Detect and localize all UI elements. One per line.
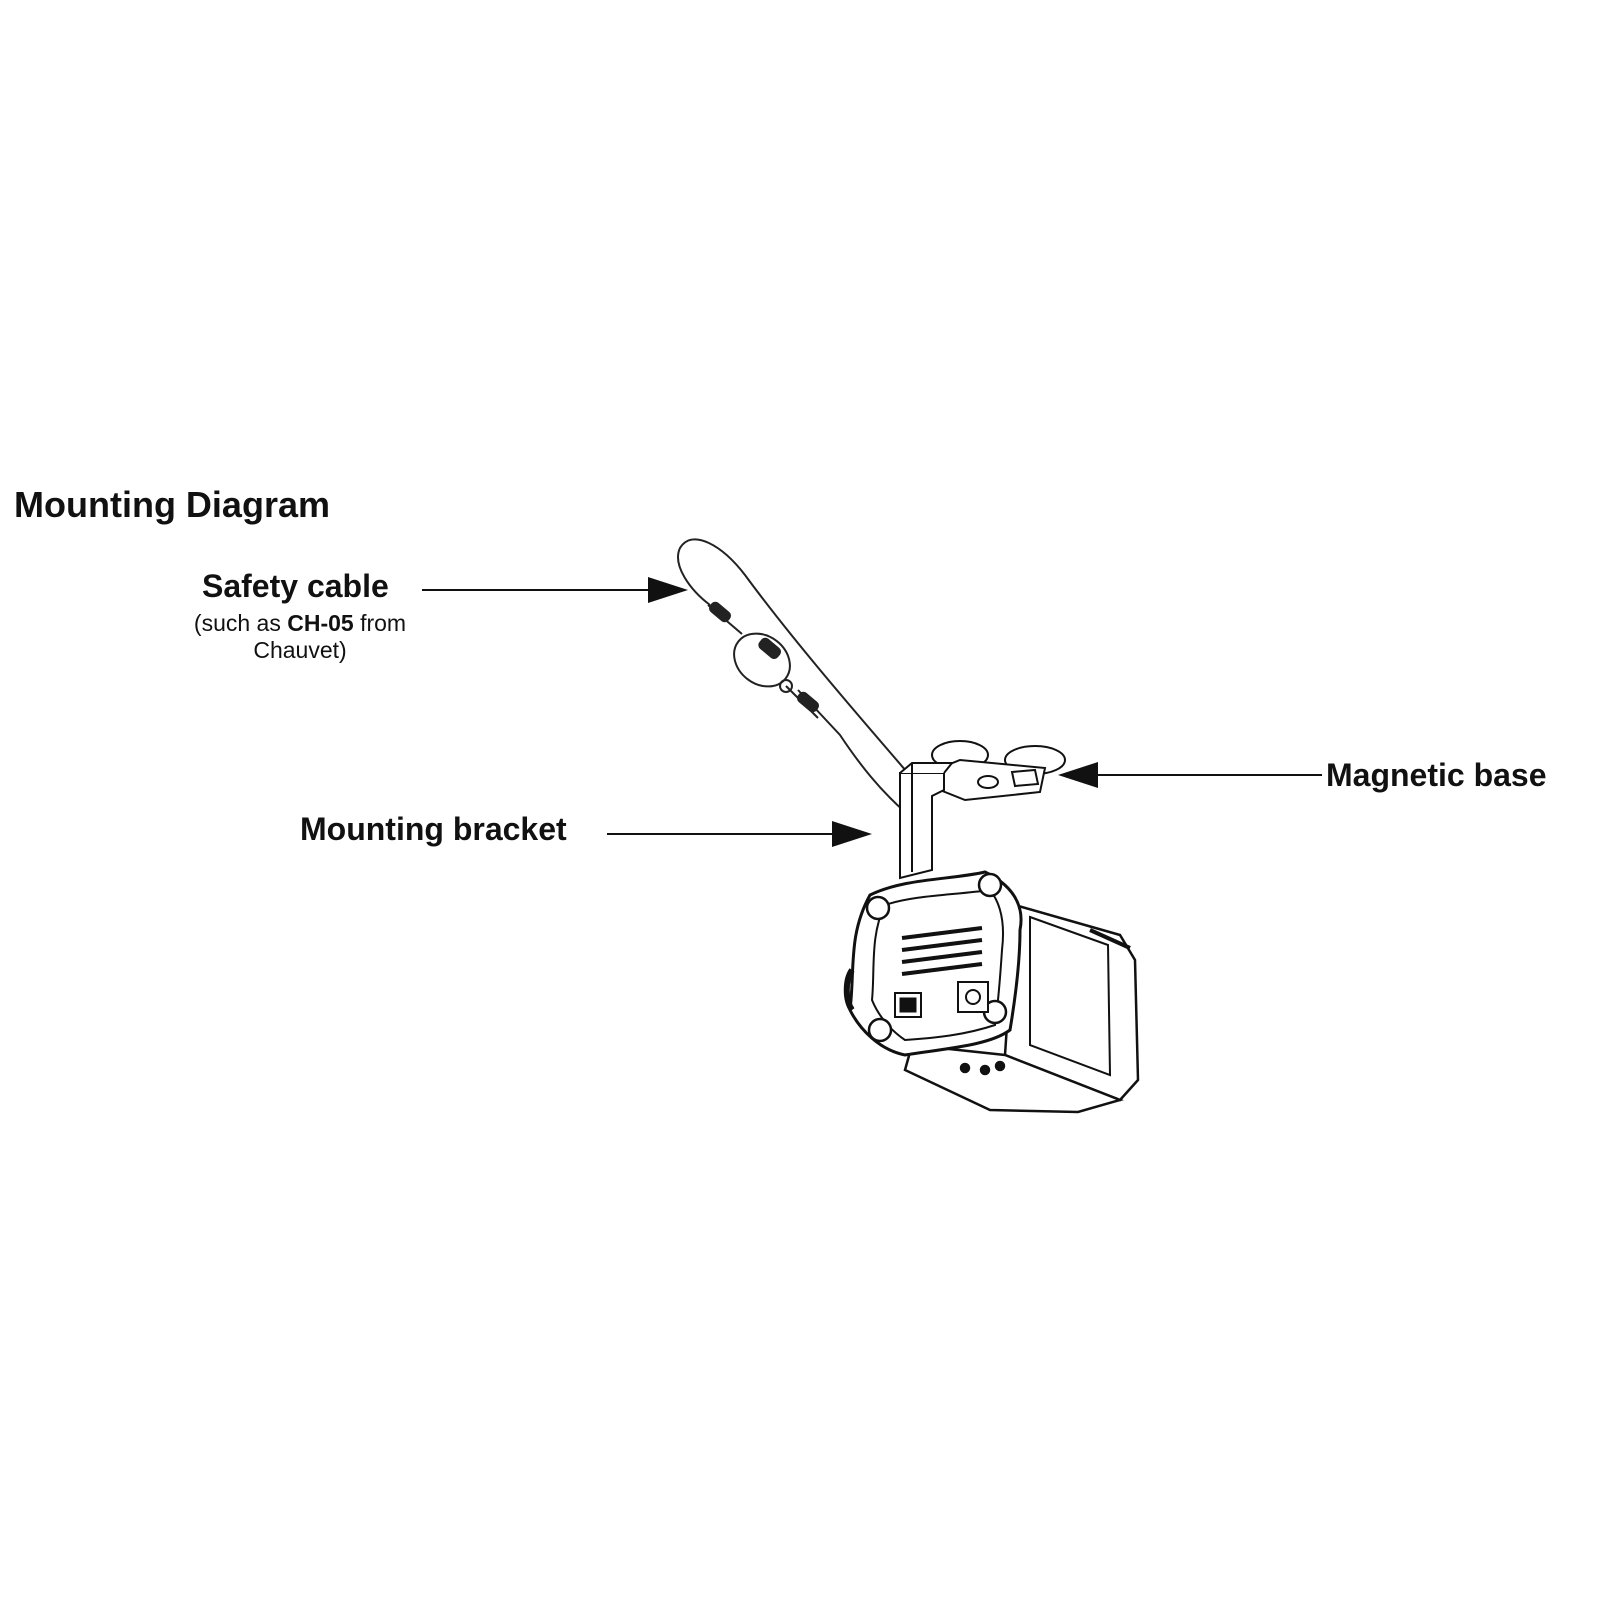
safety-cable — [677, 538, 931, 815]
note-line2: Chauvet) — [253, 637, 347, 663]
note-model: CH-05 — [287, 610, 354, 636]
mounting-bracket — [899, 762, 955, 880]
fixture-body — [843, 870, 1140, 1114]
magnetic-base-label: Magnetic base — [1326, 757, 1547, 793]
mounting-bracket-label: Mounting bracket — [300, 811, 567, 847]
note-prefix: (such as — [193, 610, 281, 636]
magnetic-base-arrow — [1058, 762, 1322, 788]
safety-cable-label: Safety cable — [202, 568, 389, 604]
magnetic-base — [931, 740, 1066, 802]
safety-cable-arrow — [422, 577, 688, 603]
note-suffix: from — [360, 610, 407, 636]
mounting-bracket-arrow — [607, 821, 872, 847]
diagram-title: Mounting Diagram — [14, 484, 330, 525]
safety-cable-note: (such as CH-05 from Chauvet) — [174, 610, 426, 664]
